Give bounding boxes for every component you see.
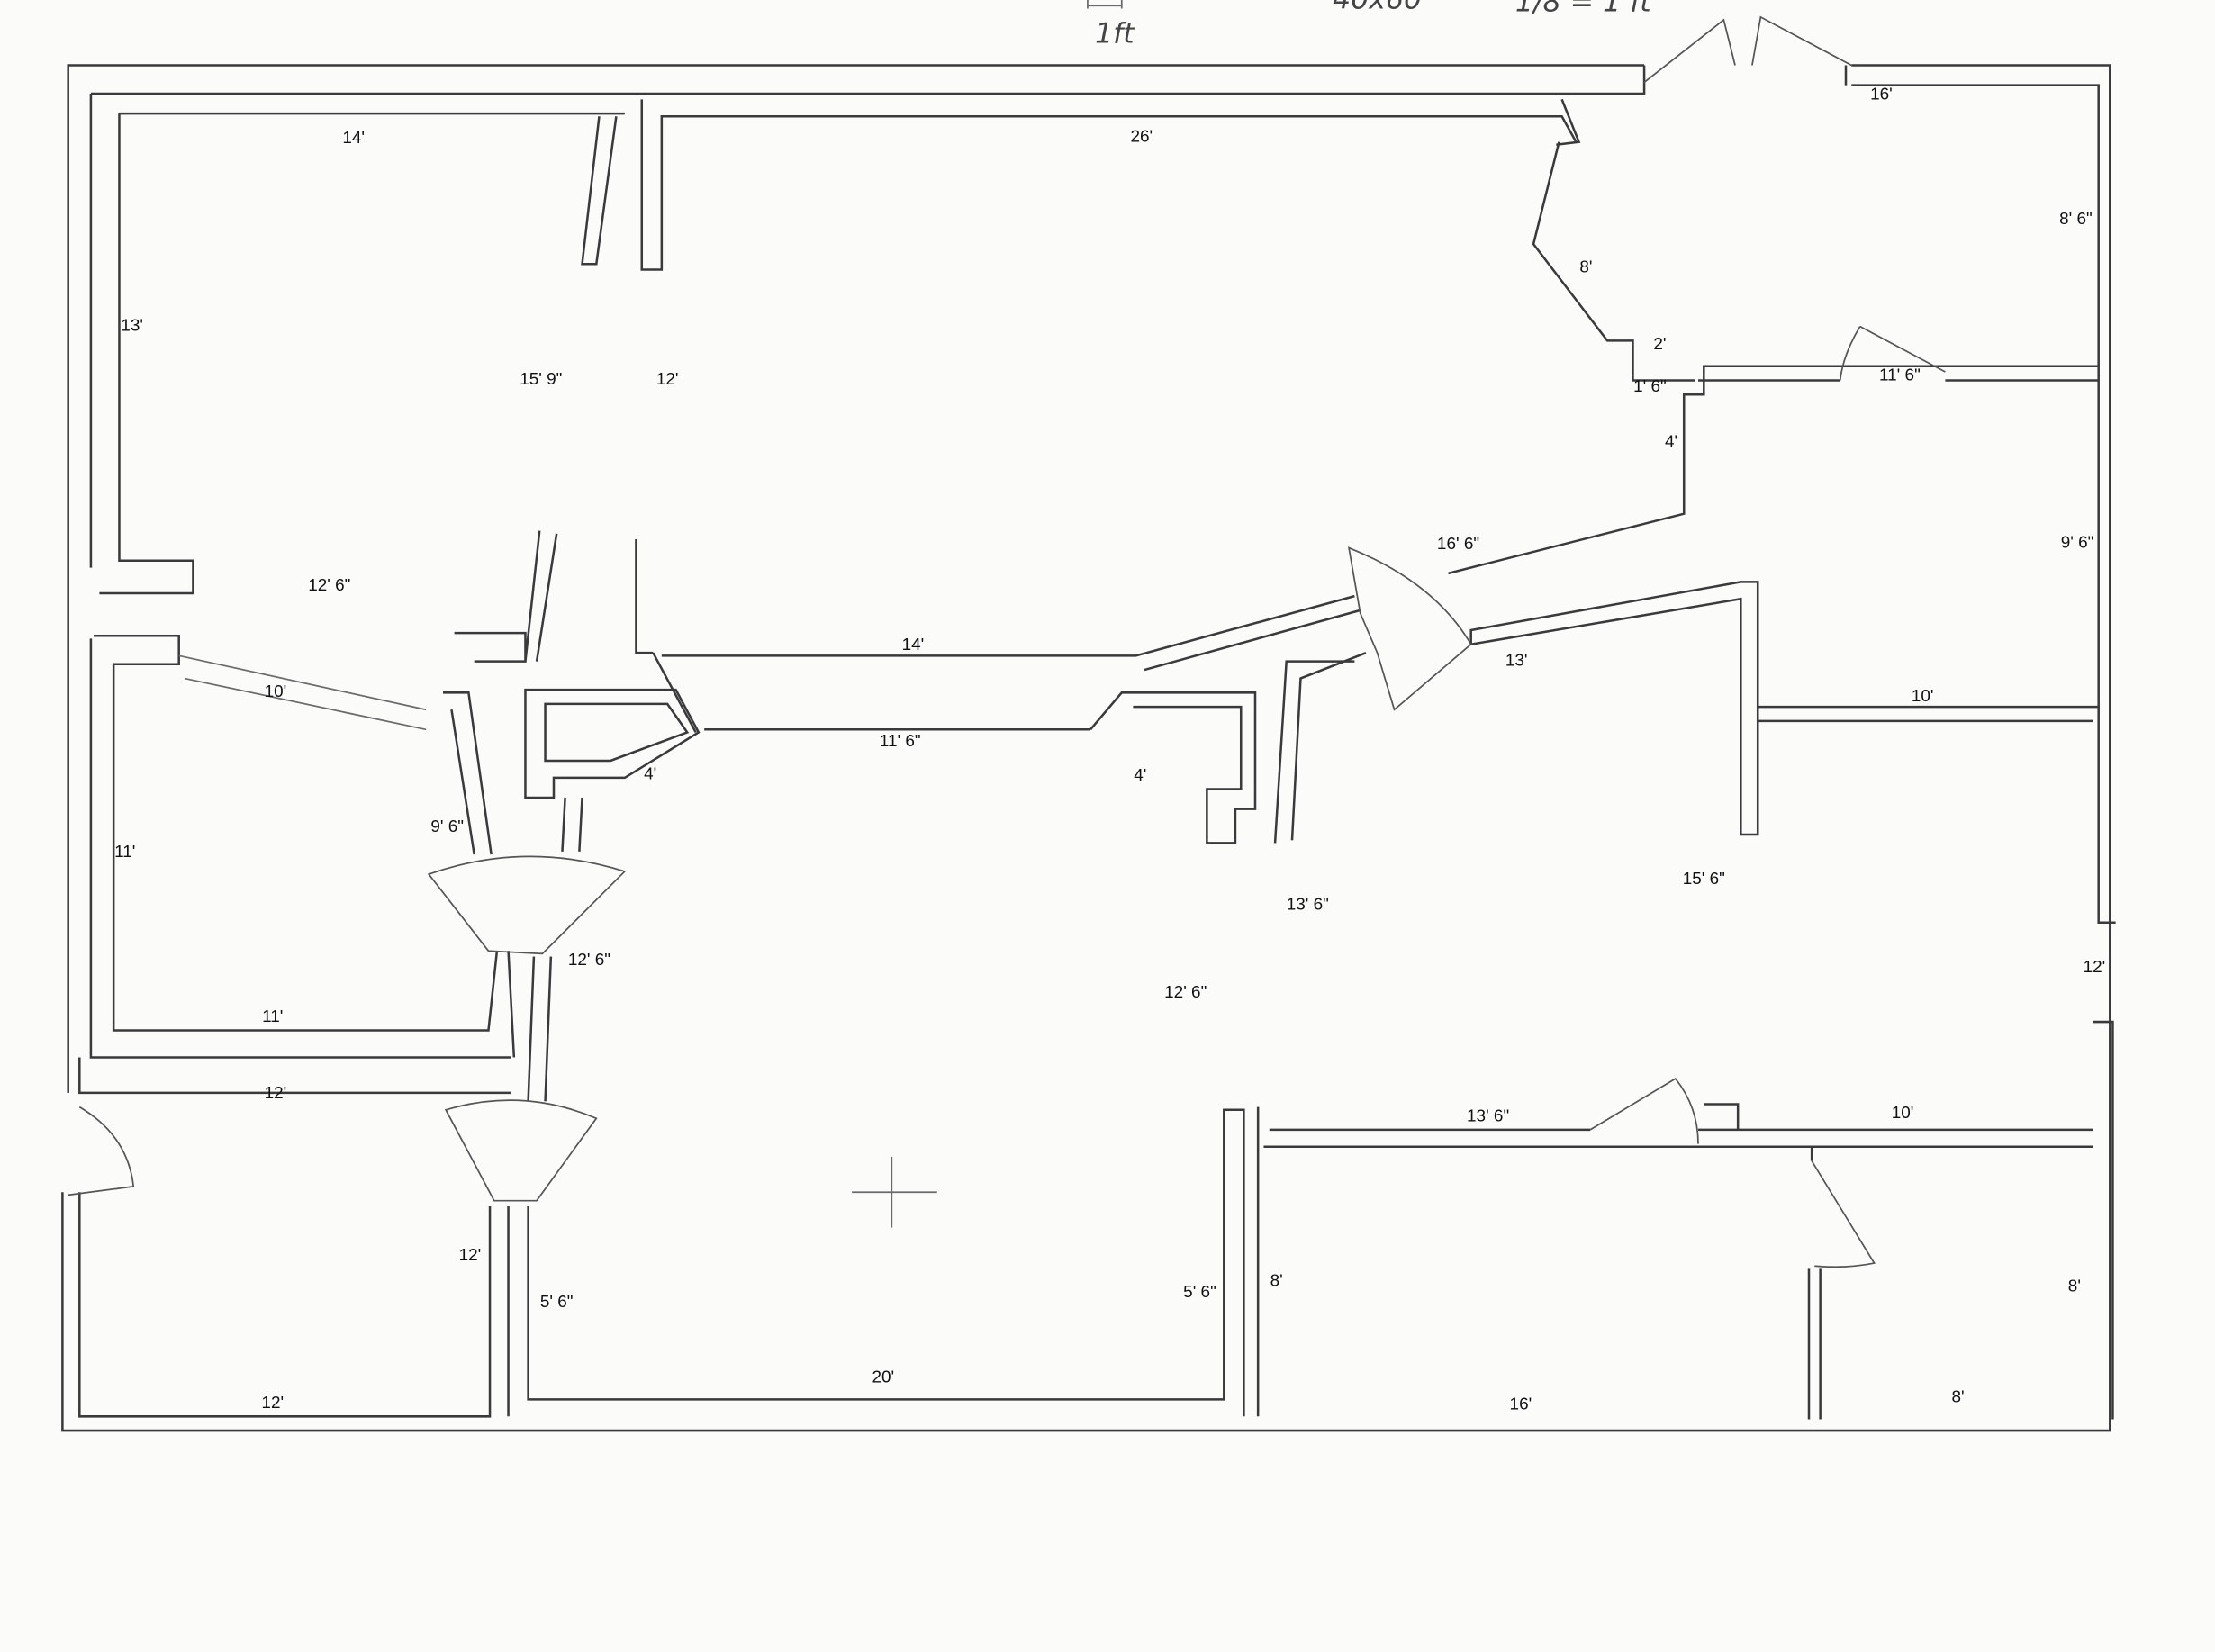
dimension-label: 14'	[342, 129, 365, 148]
dimension-label: 12'	[265, 1084, 287, 1103]
dimension-label: 11' 6"	[1879, 366, 1921, 384]
dimension-label: 13' 6"	[1287, 896, 1329, 915]
dimension-label: 12'	[261, 1394, 284, 1413]
dimension-label: 15' 9"	[520, 370, 562, 389]
dimension-label: 11'	[114, 843, 135, 862]
dimension-label: 10'	[265, 682, 287, 701]
scale-bar-icon	[1087, 0, 1123, 9]
dimension-label: 16'	[1870, 85, 1893, 104]
dimension-label: 8'	[1952, 1388, 1965, 1407]
dimension-label: 4'	[644, 764, 656, 783]
dimension-label: 11' 6"	[880, 732, 921, 751]
dimension-label: 8'	[1270, 1271, 1283, 1290]
dimension-label: 12'	[656, 370, 679, 389]
dimension-label: 13'	[1505, 651, 1528, 670]
dimension-label: 12'	[2084, 958, 2106, 977]
dimension-label: 9' 6"	[430, 817, 464, 836]
dimension-label: 12' 6"	[1164, 983, 1207, 1002]
dimension-label: 15' 6"	[1683, 870, 1725, 889]
dimension-label: 16'	[1510, 1395, 1532, 1413]
dimension-label: 20'	[872, 1368, 895, 1386]
scale-bar-label: 1ft	[1095, 17, 1135, 50]
dimension-label: 8'	[2068, 1277, 2081, 1296]
scale-ratio: 1/8 = 1 ft	[1515, 0, 1652, 19]
dimension-label: 13' 6"	[1467, 1106, 1509, 1125]
walls	[61, 64, 2116, 1432]
dimension-label: 1' 6"	[1633, 377, 1667, 396]
dimension-label: 12' 6"	[568, 951, 610, 970]
dimension-label: 5' 6"	[1183, 1283, 1216, 1302]
dimension-label: 4'	[1665, 433, 1677, 452]
dimension-label: 12' 6"	[308, 576, 350, 595]
dimension-label: 10'	[1912, 687, 1934, 706]
dimension-label: 14'	[902, 636, 925, 654]
dimension-label: 9' 6"	[2061, 534, 2094, 553]
dimension-label: 16' 6"	[1437, 535, 1479, 554]
dimension-label: 8' 6"	[2059, 210, 2093, 229]
dimension-label: 26'	[1131, 128, 1153, 147]
dimension-label: 11'	[262, 1007, 283, 1026]
header-notes: 1ft 40x60 1/8 = 1 ft	[1087, 0, 1652, 50]
dimension-label: 8'	[1579, 258, 1592, 277]
dimension-label: 4'	[1134, 766, 1146, 785]
dimension-label: 13'	[121, 316, 143, 335]
doors	[68, 15, 1946, 1268]
dimension-label: 10'	[1892, 1104, 1914, 1123]
dimension-label: 5' 6"	[540, 1293, 574, 1312]
dimension-labels: 14' 26' 16' 8' 6" 13' 15' 9" 12' 8' 2' 1…	[114, 85, 2105, 1413]
overall-size: 40x60	[1333, 0, 1422, 15]
dimension-label: 12'	[459, 1246, 482, 1265]
dimension-label: 2'	[1653, 335, 1666, 354]
